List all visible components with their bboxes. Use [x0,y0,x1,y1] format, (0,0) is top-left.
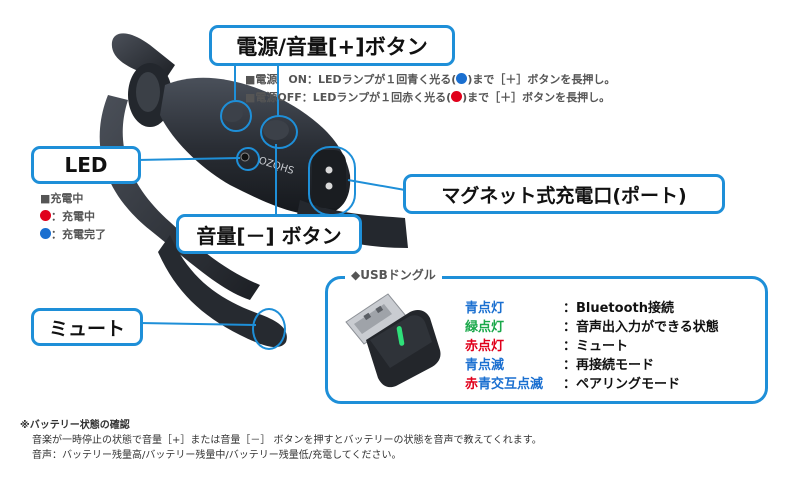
led-state-desc: ：Bluetooth接続 [563,301,674,316]
led-state-label: 赤点灯 [465,339,505,354]
blue-dot-icon [456,73,468,84]
charging-title: ■充電中 [40,192,84,205]
led-state-desc: ：音声出入力ができる状態 [563,320,719,335]
led-state-label: 青点灯 [465,301,505,316]
usb-led-row-blue-solid: 青点灯 ：Bluetooth接続 [465,297,674,316]
battery-check-title: ※バッテリー状態の確認 [20,420,130,431]
mute-button-ring [252,308,286,350]
usb-led-row-blue-blink: 青点滅 ：再接続モード [465,354,654,373]
led-state-label-rest: 交互点滅 [491,377,544,392]
power-off-text: ■電源OFF：LEDランプが１回赤く光る( [245,91,452,104]
power-on-suffix: )まで［＋］ボタンを長押し。 [467,73,616,86]
volume-minus-callout: 音量[－] ボタン [176,214,362,254]
charging-item-label: ：充電完了 [51,228,106,241]
usb-led-row-red-solid: 赤点灯 ：ミュート [465,335,628,354]
power-button-ring [220,100,252,132]
led-ring [236,147,260,171]
blue-dot-icon [40,228,51,239]
charging-item-complete: ：充電完了 [40,226,106,242]
led-callout: LED [31,146,141,184]
led-state-label-blue: 青 [478,377,492,392]
led-state-label: 青点滅 [465,358,505,373]
usb-dongle-panel [325,276,768,404]
battery-check-line2: 音声：バッテリー残量高/バッテリー残量中/バッテリー残量低/充電してください。 [32,450,402,461]
power-off-suffix: )まで［＋］ボタンを長押し。 [462,91,611,104]
led-state-desc: ：再接続モード [563,358,655,373]
magnetic-charging-callout: マグネット式充電口(ポート) [403,174,725,214]
led-state-label: 緑点灯 [465,320,505,335]
power-on-text: ■電源 ON：LEDランプが１回青く光る( [245,73,457,86]
charging-item-charging: ：充電中 [40,208,95,224]
power-on-note: ■電源 ON：LEDランプが１回青く光る( )まで［＋］ボタンを長押し。 [245,71,615,87]
power-volume-plus-callout: 電源/音量[+]ボタン [209,25,455,66]
usb-led-row-alternate-blink: 赤青交互点滅 ：ペアリングモード [465,373,680,392]
charging-item-label: ：充電中 [51,210,95,223]
port-ring [308,146,356,216]
battery-check-line1: 音楽が一時停止の状態で音量［+］または音量［－］ ボタンを押すとバッテリーの状態… [32,435,542,446]
red-dot-icon [40,210,51,221]
led-state-desc: ：ミュート [563,339,629,354]
power-off-note: ■電源OFF：LEDランプが１回赤く光る( )まで［＋］ボタンを長押し。 [245,89,610,105]
usb-dongle-illustration [345,293,441,388]
usb-dongle-title: ◆USBドングル [345,266,442,283]
red-dot-icon [451,91,463,102]
led-state-desc: ：ペアリングモード [563,377,681,392]
mute-callout: ミュート [31,308,143,346]
usb-led-row-green-solid: 緑点灯 ：音声出入力ができる状態 [465,316,719,335]
led-state-label-red: 赤 [465,377,479,392]
volume-minus-ring [260,115,298,149]
